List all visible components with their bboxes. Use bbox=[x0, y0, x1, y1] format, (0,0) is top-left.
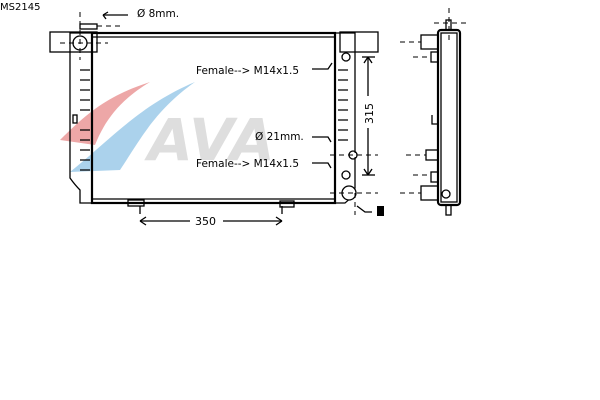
logo-blue-swoosh bbox=[70, 82, 195, 172]
overflow-pipe-label: Ø 8mm. bbox=[137, 8, 179, 20]
outlet-pipe-label: Ø 21mm. bbox=[255, 131, 304, 143]
logo-text: AVA bbox=[144, 106, 275, 174]
left-mount-bracket bbox=[49, 31, 98, 53]
part-number: MS2145 bbox=[0, 2, 40, 13]
left-tank bbox=[69, 32, 93, 204]
upper-port-label: Female--> M14x1.5 bbox=[196, 65, 299, 77]
height-value: 315 bbox=[363, 103, 376, 124]
drain-plug-icon bbox=[377, 206, 384, 216]
lower-sensor-port bbox=[341, 170, 351, 180]
width-dimension: 350 bbox=[139, 215, 283, 228]
width-value: 350 bbox=[195, 215, 216, 228]
height-dimension: 315 bbox=[362, 56, 376, 176]
logo-red-swoosh bbox=[60, 82, 150, 145]
ava-logo: AVA bbox=[60, 82, 275, 174]
right-mount-bracket bbox=[339, 31, 379, 53]
radiator-side-view bbox=[400, 8, 468, 216]
radiator-front-view bbox=[49, 12, 379, 215]
overflow-pipe bbox=[79, 23, 98, 30]
lower-port-label: Female--> M14x1.5 bbox=[196, 158, 299, 170]
upper-sensor-port bbox=[341, 52, 351, 62]
